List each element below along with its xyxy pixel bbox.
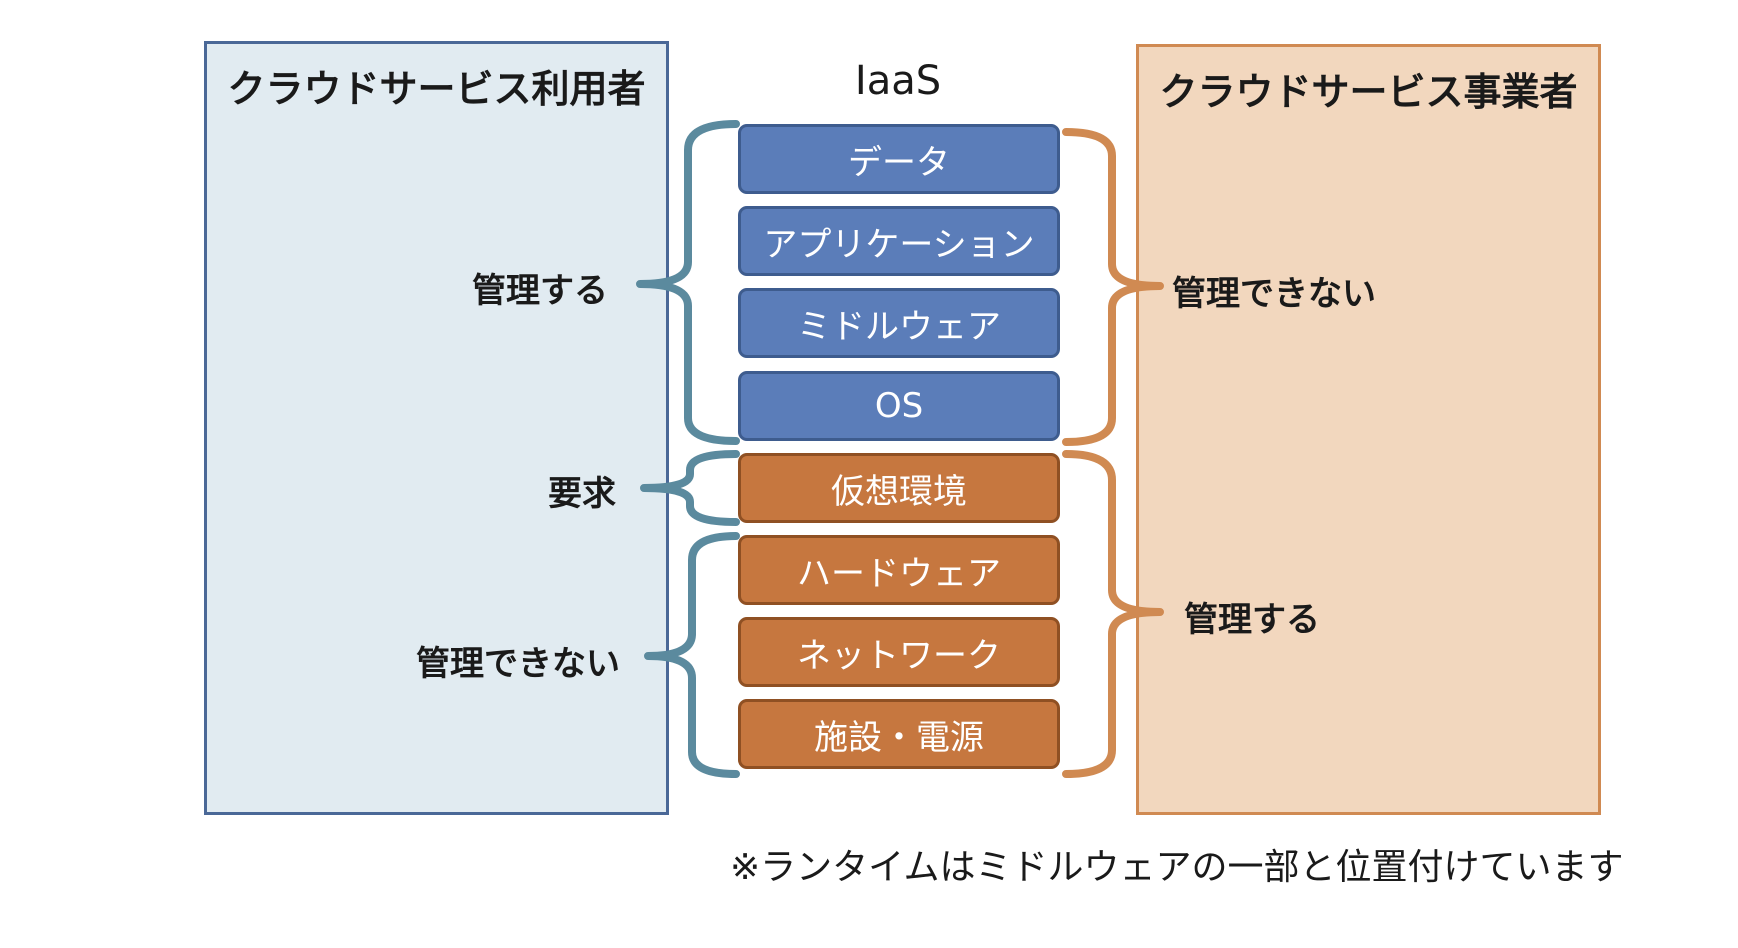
user-cannot-manage-label: 管理できない bbox=[416, 644, 620, 684]
provider-manage-label: 管理する bbox=[1184, 600, 1320, 640]
layer-hardware: ハードウェア bbox=[738, 535, 1060, 605]
provider-cannot-manage-bracket bbox=[1062, 128, 1164, 446]
layer-middleware: ミドルウェア bbox=[738, 288, 1060, 358]
layer-virtual-environment: 仮想環境 bbox=[738, 453, 1060, 523]
footnote: ※ランタイムはミドルウェアの一部と位置付けています bbox=[730, 847, 1624, 888]
layer-application: アプリケーション bbox=[738, 206, 1060, 276]
provider-manage-bracket bbox=[1062, 450, 1164, 778]
provider-panel: クラウドサービス事業者 bbox=[1136, 44, 1601, 815]
layer-os: OS bbox=[738, 371, 1060, 441]
user-panel: クラウドサービス利用者 bbox=[204, 41, 669, 815]
user-request-label: 要求 bbox=[548, 474, 616, 514]
layer-data: データ bbox=[738, 124, 1060, 194]
layer-facility-power: 施設・電源 bbox=[738, 699, 1060, 769]
layer-network: ネットワーク bbox=[738, 617, 1060, 687]
user-request-bracket bbox=[640, 450, 740, 526]
user-panel-title: クラウドサービス利用者 bbox=[227, 67, 646, 111]
provider-panel-title: クラウドサービス事業者 bbox=[1159, 70, 1578, 114]
user-cannot-manage-bracket bbox=[644, 532, 740, 778]
stack-title: IaaS bbox=[854, 58, 942, 104]
provider-cannot-manage-label: 管理できない bbox=[1172, 274, 1376, 314]
user-manage-label: 管理する bbox=[472, 271, 608, 311]
user-manage-bracket bbox=[636, 120, 740, 445]
